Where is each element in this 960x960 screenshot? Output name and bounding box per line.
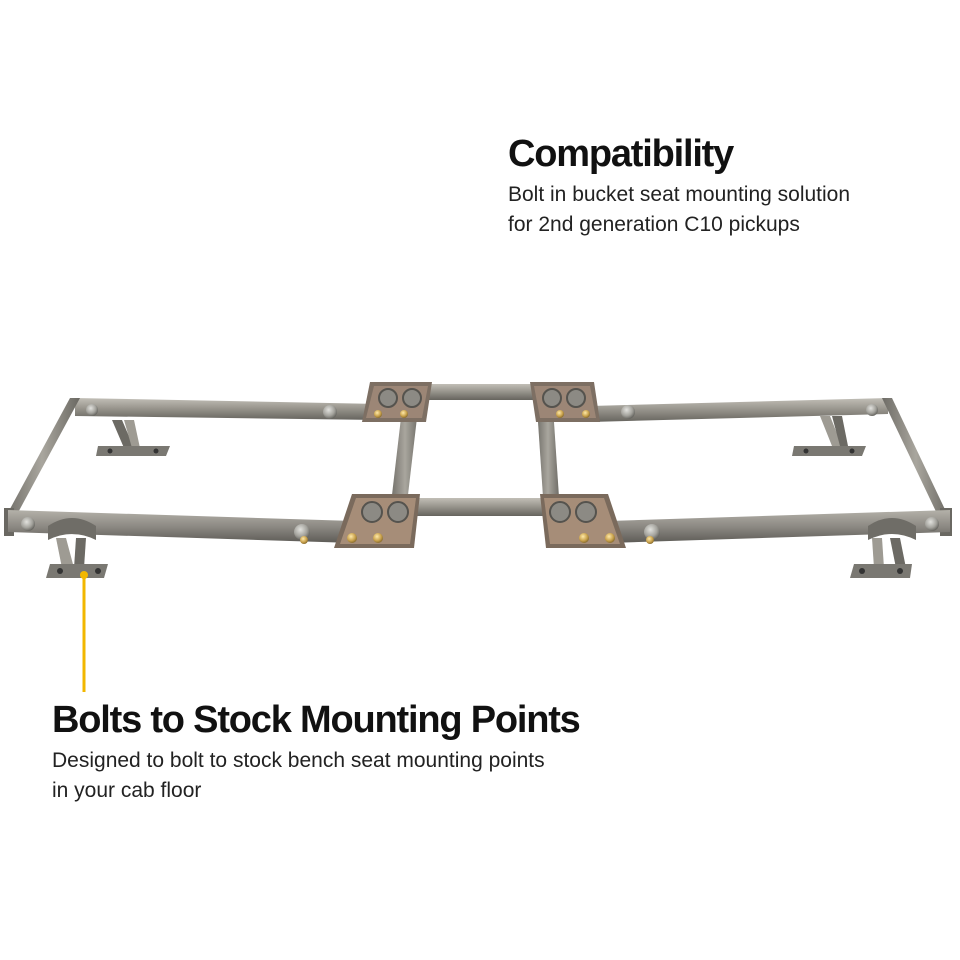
adapter-plate-back-right — [530, 382, 600, 422]
mounting-points-callout: Bolts to Stock Mounting Points Designed … — [52, 698, 692, 806]
adapter-plate-front-left — [334, 494, 420, 548]
front-floor-bracket-right — [850, 518, 916, 578]
rear-floor-bracket-left — [96, 420, 170, 456]
front-rail — [8, 510, 950, 544]
mounting-points-description: Designed to bolt to stock bench seat mou… — [52, 746, 692, 806]
compatibility-line-1: Bolt in bucket seat mounting solution — [508, 183, 851, 206]
mounting-points-line-2: in your cab floor — [52, 779, 202, 802]
adapter-plate-back-left — [362, 382, 432, 422]
leader-line — [80, 571, 88, 692]
front-floor-bracket-left — [46, 518, 108, 578]
compatibility-description: Bolt in bucket seat mounting solution fo… — [508, 180, 948, 240]
mounting-points-line-1: Designed to bolt to stock bench seat mou… — [52, 749, 545, 772]
compatibility-title: Compatibility — [508, 133, 734, 175]
rail-bolts — [21, 404, 939, 544]
mounting-points-title: Bolts to Stock Mounting Points — [52, 699, 581, 741]
rear-floor-bracket-right — [792, 416, 866, 456]
back-rail — [75, 398, 888, 422]
adapter-plate-front-right — [540, 494, 626, 548]
compatibility-line-2: for 2nd generation C10 pickups — [508, 213, 800, 236]
compatibility-callout: Compatibility Bolt in bucket seat mounti… — [508, 132, 948, 240]
